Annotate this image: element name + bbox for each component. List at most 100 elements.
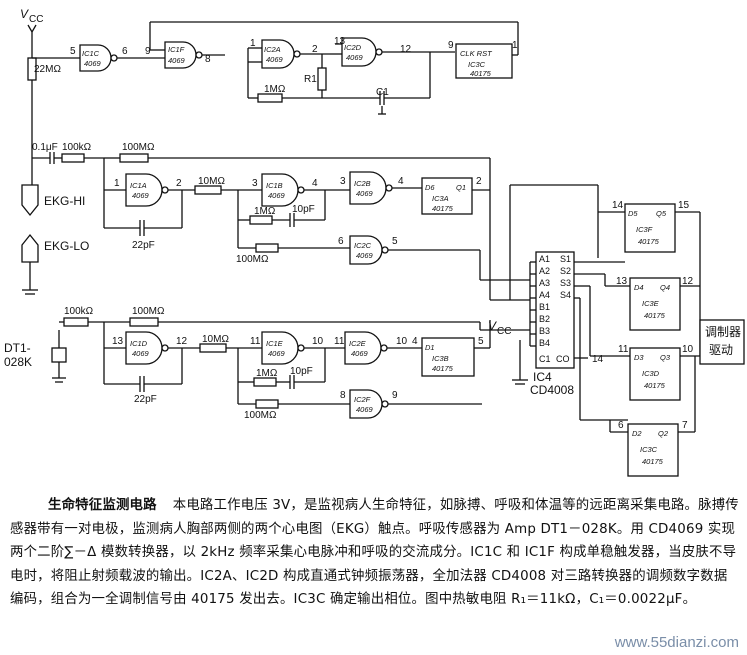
ic2e-name: IC2E — [349, 339, 367, 348]
r-100m-a-label: 100MΩ — [122, 142, 155, 153]
svg-text:1: 1 — [250, 38, 256, 49]
r-1m-top-label: 1MΩ — [264, 84, 286, 95]
gate-ic2d: IC2D 4069 13 12 — [330, 36, 455, 98]
r-10m-b-label: 10MΩ — [202, 334, 229, 345]
ic3e-q4: Q4 — [660, 283, 670, 292]
svg-text:5: 5 — [70, 46, 76, 57]
ic1a-name: IC1A — [130, 181, 147, 190]
svg-text:14: 14 — [592, 354, 604, 365]
ekg-converter: IC1A 4069 1 2 10MΩ 22pF IC1B 4069 3 4 1M… — [103, 158, 530, 301]
adder-s2: S2 — [560, 266, 571, 276]
caption: 生命特征监测电路本电路工作电压 3V，是监视病人生命特征，如脉搏、呼吸和体温等的… — [10, 494, 740, 612]
svg-text:6: 6 — [338, 236, 344, 247]
svg-text:2: 2 — [312, 44, 318, 55]
ic3c-name: IC3C — [640, 445, 658, 454]
ic3d-part: 40175 — [644, 381, 666, 390]
vcc-supply: V CC — [20, 7, 43, 58]
svg-text:11: 11 — [618, 344, 629, 355]
ic3d-name: IC3D — [642, 369, 660, 378]
ic3c-q2: Q2 — [658, 429, 669, 438]
resistor-r1: R1 — [304, 54, 327, 98]
ic3d-q3: Q3 — [660, 353, 671, 362]
modulator-driver: 调制器 驱动 — [699, 319, 745, 365]
adder-a4: A4 — [539, 290, 550, 300]
ic2b-part: 4069 — [356, 189, 374, 198]
modulator-label-1: 调制器 — [705, 325, 741, 339]
sensor-dt1: DT1- 028K — [4, 330, 67, 383]
r-1m-a-label: 1MΩ — [254, 206, 276, 217]
ic3f-q5: Q5 — [656, 209, 667, 218]
svg-text:5: 5 — [392, 236, 398, 247]
adder-a1: A1 — [539, 254, 550, 264]
svg-text:2: 2 — [476, 176, 482, 187]
gate-ic2a: IC2A 4069 1 2 — [247, 38, 330, 98]
flipflop-ic3c: D2 Q2 IC3C 40175 6 7 — [579, 298, 696, 477]
ic2d-name: IC2D — [344, 43, 362, 52]
ic2c-name: IC2C — [354, 241, 372, 250]
ic3a-name: IC3A — [432, 194, 449, 203]
svg-text:1: 1 — [512, 40, 518, 51]
ic2a-name: IC2A — [264, 45, 281, 54]
svg-text:10: 10 — [312, 336, 324, 347]
ic1b-part: 4069 — [268, 191, 286, 200]
resistor-22m: 22MΩ — [27, 57, 61, 81]
svg-text:14: 14 — [612, 200, 624, 211]
svg-text:5: 5 — [478, 336, 484, 347]
c-22p-b-label: 22pF — [134, 394, 157, 405]
ekg-lo-electrode: EKG-LO — [21, 233, 89, 295]
svg-text:8: 8 — [340, 390, 346, 401]
adder-c1: C1 — [539, 354, 551, 364]
svg-text:13: 13 — [112, 336, 124, 347]
adder-b2: B2 — [539, 314, 550, 324]
c-10p-a-label: 10pF — [292, 204, 315, 215]
c-22p-a-label: 22pF — [132, 240, 155, 251]
ic1e-name: IC1E — [266, 339, 284, 348]
ic1c-name: IC1C — [82, 49, 100, 58]
adder-b1: B1 — [539, 302, 550, 312]
ic1e-part: 4069 — [268, 349, 286, 358]
ic3f-name: IC3F — [636, 225, 653, 234]
c1-label: C1 — [376, 87, 389, 98]
ic3e-part: 40175 — [644, 311, 666, 320]
adder-s3: S3 — [560, 278, 571, 288]
ic2d-part: 4069 — [346, 53, 364, 62]
adder-a2: A2 — [539, 266, 550, 276]
adder-co: CO — [556, 354, 570, 364]
r-100k-b-label: 100kΩ — [64, 306, 94, 317]
ic1c-part: 4069 — [84, 59, 102, 68]
adder-s4: S4 — [560, 290, 571, 300]
ic1a-part: 4069 — [132, 191, 150, 200]
ic3e-name: IC3E — [642, 299, 660, 308]
svg-text:7: 7 — [682, 420, 688, 431]
r-10m-a-label: 10MΩ — [198, 176, 225, 187]
svg-text:2: 2 — [176, 178, 182, 189]
ekg-hi-electrode: EKG-HI — [21, 184, 85, 217]
svg-text:13: 13 — [334, 36, 346, 47]
flipflop-ic3d: D3 Q3 IC3D 40175 11 10 — [589, 286, 701, 401]
r-1m-b-label: 1MΩ — [256, 368, 278, 379]
vcc-label: V — [20, 7, 29, 21]
ic2c-part: 4069 — [356, 251, 374, 260]
r-100m-b2-label: 100MΩ — [244, 410, 277, 421]
adder-vcc-sub: CC — [497, 326, 511, 337]
svg-text:9: 9 — [392, 390, 398, 401]
ic4-name: IC4 — [533, 370, 552, 384]
gate-ic1c: IC1C 4069 5 6 — [60, 44, 140, 72]
ic3c-d2: D2 — [632, 429, 642, 438]
ic2e-part: 4069 — [351, 349, 369, 358]
ic3b-part: 40175 — [432, 364, 454, 373]
resistor-1m-top: 1MΩ — [248, 84, 370, 103]
svg-text:4: 4 — [412, 336, 418, 347]
caption-body: 本电路工作电压 3V，是监视病人生命特征，如脉搏、呼吸和体温等的远距离采集电路。… — [10, 498, 739, 608]
svg-text:6: 6 — [122, 46, 128, 57]
ic3f-part: 40175 — [638, 237, 660, 246]
gate-ic1f: IC1F 4069 9 8 — [140, 22, 225, 69]
svg-text:4: 4 — [312, 178, 318, 189]
svg-text:8: 8 — [205, 54, 211, 65]
svg-text:12: 12 — [682, 276, 694, 287]
ic1d-part: 4069 — [132, 349, 150, 358]
clk-rst-label: CLK RST — [460, 49, 493, 58]
adder-b4: B4 — [539, 338, 550, 348]
svg-text:13: 13 — [616, 276, 628, 287]
svg-text:11: 11 — [334, 336, 345, 347]
